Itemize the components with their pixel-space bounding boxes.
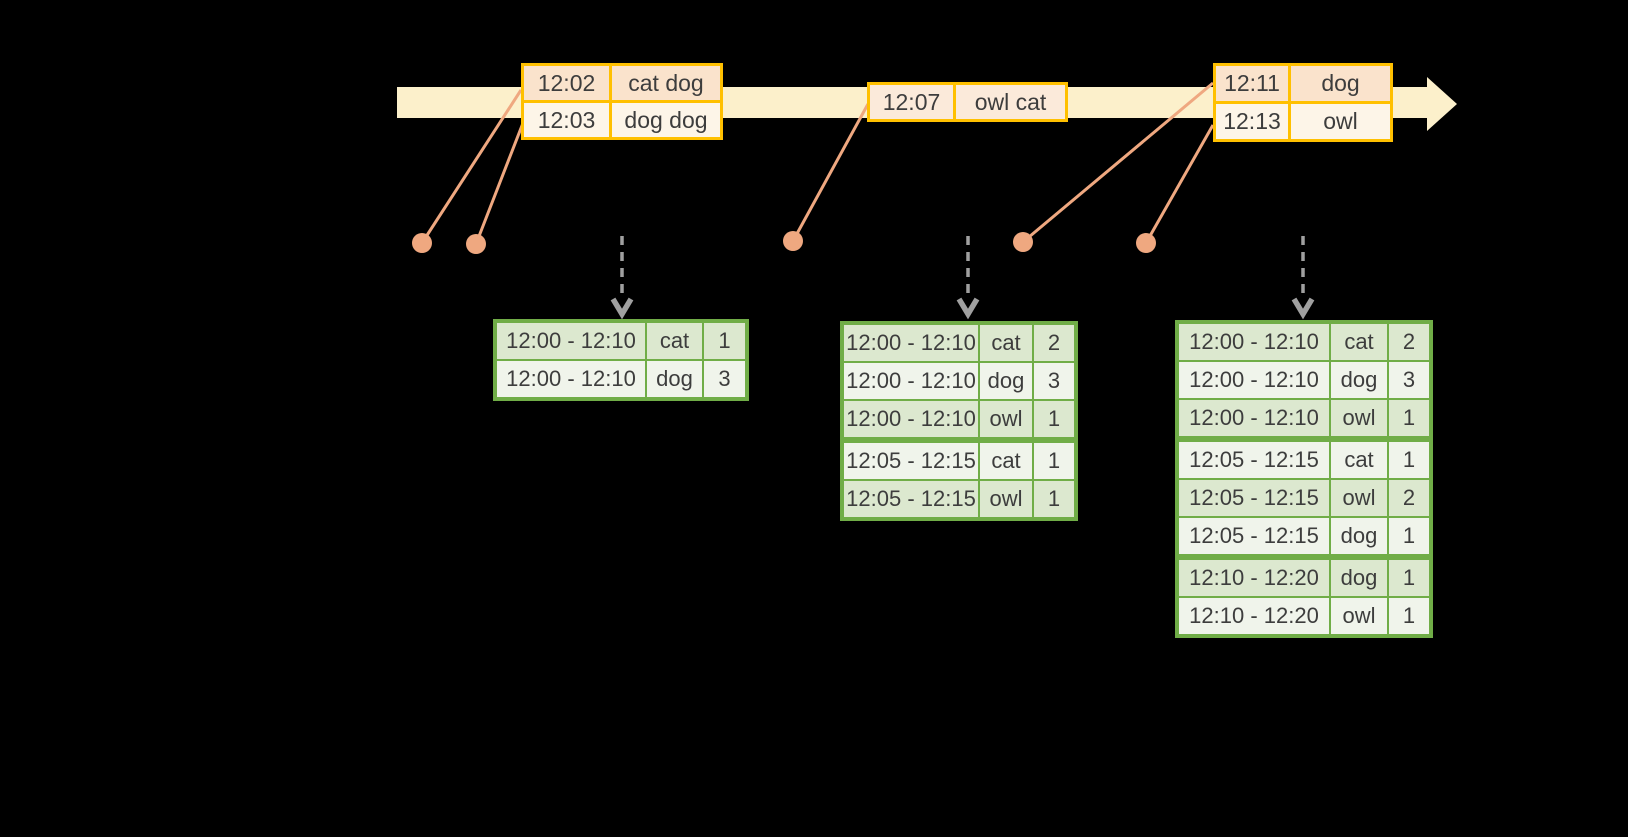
event-time-cell: 12:11 [1216,66,1288,101]
result-count-cell: 1 [1389,518,1429,554]
event-marker-line [420,89,523,244]
timeline-arrowhead-icon [1427,77,1457,131]
result-word-cell: owl [980,481,1032,517]
event-marker-dot [1136,233,1156,253]
result-window-cell: 12:00 - 12:10 [1179,362,1329,398]
result-count-cell: 2 [1034,325,1074,361]
event-time-cell: 12:13 [1216,104,1288,139]
result-window-cell: 12:05 - 12:15 [1179,480,1329,516]
result-window-cell: 12:05 - 12:15 [1179,518,1329,554]
event-marker-dot [412,233,432,253]
result-count-cell: 1 [704,323,745,359]
result-window-cell: 12:00 - 12:10 [844,363,978,399]
result-count-cell: 1 [1034,401,1074,437]
result-window-cell: 12:00 - 12:10 [1179,400,1329,436]
result-word-cell: dog [647,361,702,397]
result-word-cell: cat [980,443,1032,479]
event-marker-dot [466,234,486,254]
result-count-cell: 1 [1389,560,1429,596]
result-word-cell: cat [647,323,702,359]
result-window-cell: 12:10 - 12:20 [1179,560,1329,596]
result-word-cell: owl [1331,400,1387,436]
result-count-cell: 1 [1034,443,1074,479]
event-words-cell: dog [1291,66,1390,101]
result-count-cell: 1 [1389,598,1429,634]
trigger-arrowhead-icon [610,297,634,320]
event-words-cell: owl cat [956,85,1065,119]
event-time-cell: 12:07 [870,85,953,119]
result-window-cell: 12:05 - 12:15 [1179,442,1329,478]
result-count-cell: 1 [1034,481,1074,517]
result-window-cell: 12:05 - 12:15 [844,481,978,517]
result-word-cell: owl [1331,598,1387,634]
event-words-cell: owl [1291,104,1390,139]
result-count-cell: 3 [1034,363,1074,399]
result-word-cell: dog [980,363,1032,399]
event-time-cell: 12:02 [524,66,609,100]
result-window-cell: 12:05 - 12:15 [844,443,978,479]
result-word-cell: dog [1331,362,1387,398]
event-marker-line [1022,81,1214,244]
result-window-cell: 12:00 - 12:10 [1179,324,1329,360]
result-word-cell: dog [1331,560,1387,596]
result-count-cell: 1 [1389,442,1429,478]
trigger-arrowhead-icon [956,297,980,320]
result-word-cell: cat [980,325,1032,361]
result-word-cell: owl [980,401,1032,437]
result-word-cell: cat [1331,442,1387,478]
result-word-cell: dog [1331,518,1387,554]
event-marker-dot [783,231,803,251]
result-window-cell: 12:00 - 12:10 [844,401,978,437]
event-marker-dot [1013,232,1033,252]
event-words-cell: cat dog [612,66,720,100]
result-count-cell: 3 [1389,362,1429,398]
result-word-cell: cat [1331,324,1387,360]
result-count-cell: 1 [1389,400,1429,436]
result-window-cell: 12:00 - 12:10 [497,323,645,359]
event-marker-line [474,122,525,245]
event-marker-line [1144,124,1215,244]
result-window-cell: 12:10 - 12:20 [1179,598,1329,634]
result-word-cell: owl [1331,480,1387,516]
event-time-cell: 12:03 [524,103,609,137]
event-marker-line [791,103,870,242]
result-count-cell: 2 [1389,324,1429,360]
trigger-arrowhead-icon [1291,297,1315,320]
result-count-cell: 3 [704,361,745,397]
result-count-cell: 2 [1389,480,1429,516]
result-window-cell: 12:00 - 12:10 [844,325,978,361]
event-words-cell: dog dog [612,103,720,137]
result-window-cell: 12:00 - 12:10 [497,361,645,397]
